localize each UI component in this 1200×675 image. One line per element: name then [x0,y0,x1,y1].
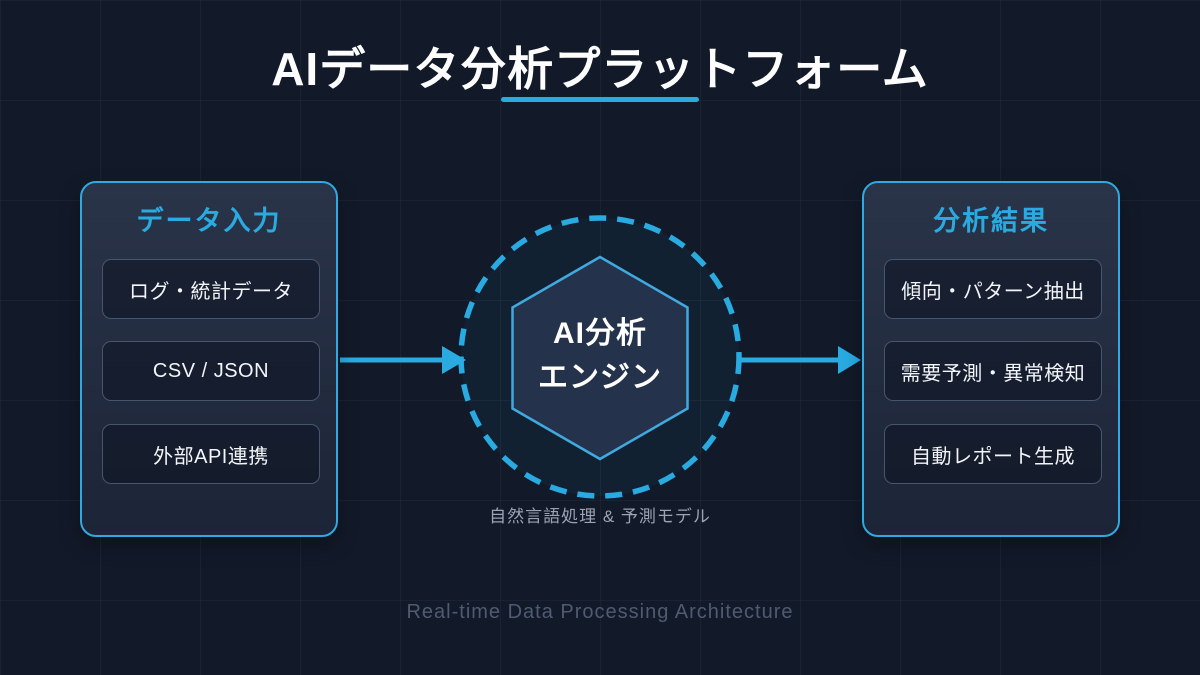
output-item-forecast-anomaly: 需要予測・異常検知 [884,341,1102,401]
input-item-external-api: 外部API連携 [102,424,320,484]
input-panel: データ入力 ログ・統計データ CSV / JSON 外部API連携 [80,181,338,537]
input-panel-title: データ入力 [136,206,282,236]
input-item-log-stats: ログ・統計データ [102,259,320,319]
engine-caption: 自然言語処理 & 予測モデル [489,507,711,526]
engine-label: AI分析 エンジン [490,312,710,400]
input-item-csv-json: CSV / JSON [102,341,320,401]
output-panel-title: 分析結果 [933,206,1049,236]
output-item-auto-report: 自動レポート生成 [884,424,1102,484]
page-title: AIデータ分析プラットフォーム [271,43,929,95]
flow-arrow-left [340,346,466,374]
engine-label-line2: エンジン [538,361,662,394]
engine-hexagon [511,255,689,461]
title-underline [501,97,699,102]
engine-label-line1: AI分析 [553,317,647,350]
output-panel: 分析結果 傾向・パターン抽出 需要予測・異常検知 自動レポート生成 [862,181,1120,537]
footer-caption: Real-time Data Processing Architecture [406,601,794,623]
output-item-trend-pattern: 傾向・パターン抽出 [884,259,1102,319]
flow-arrow-right [741,346,861,374]
